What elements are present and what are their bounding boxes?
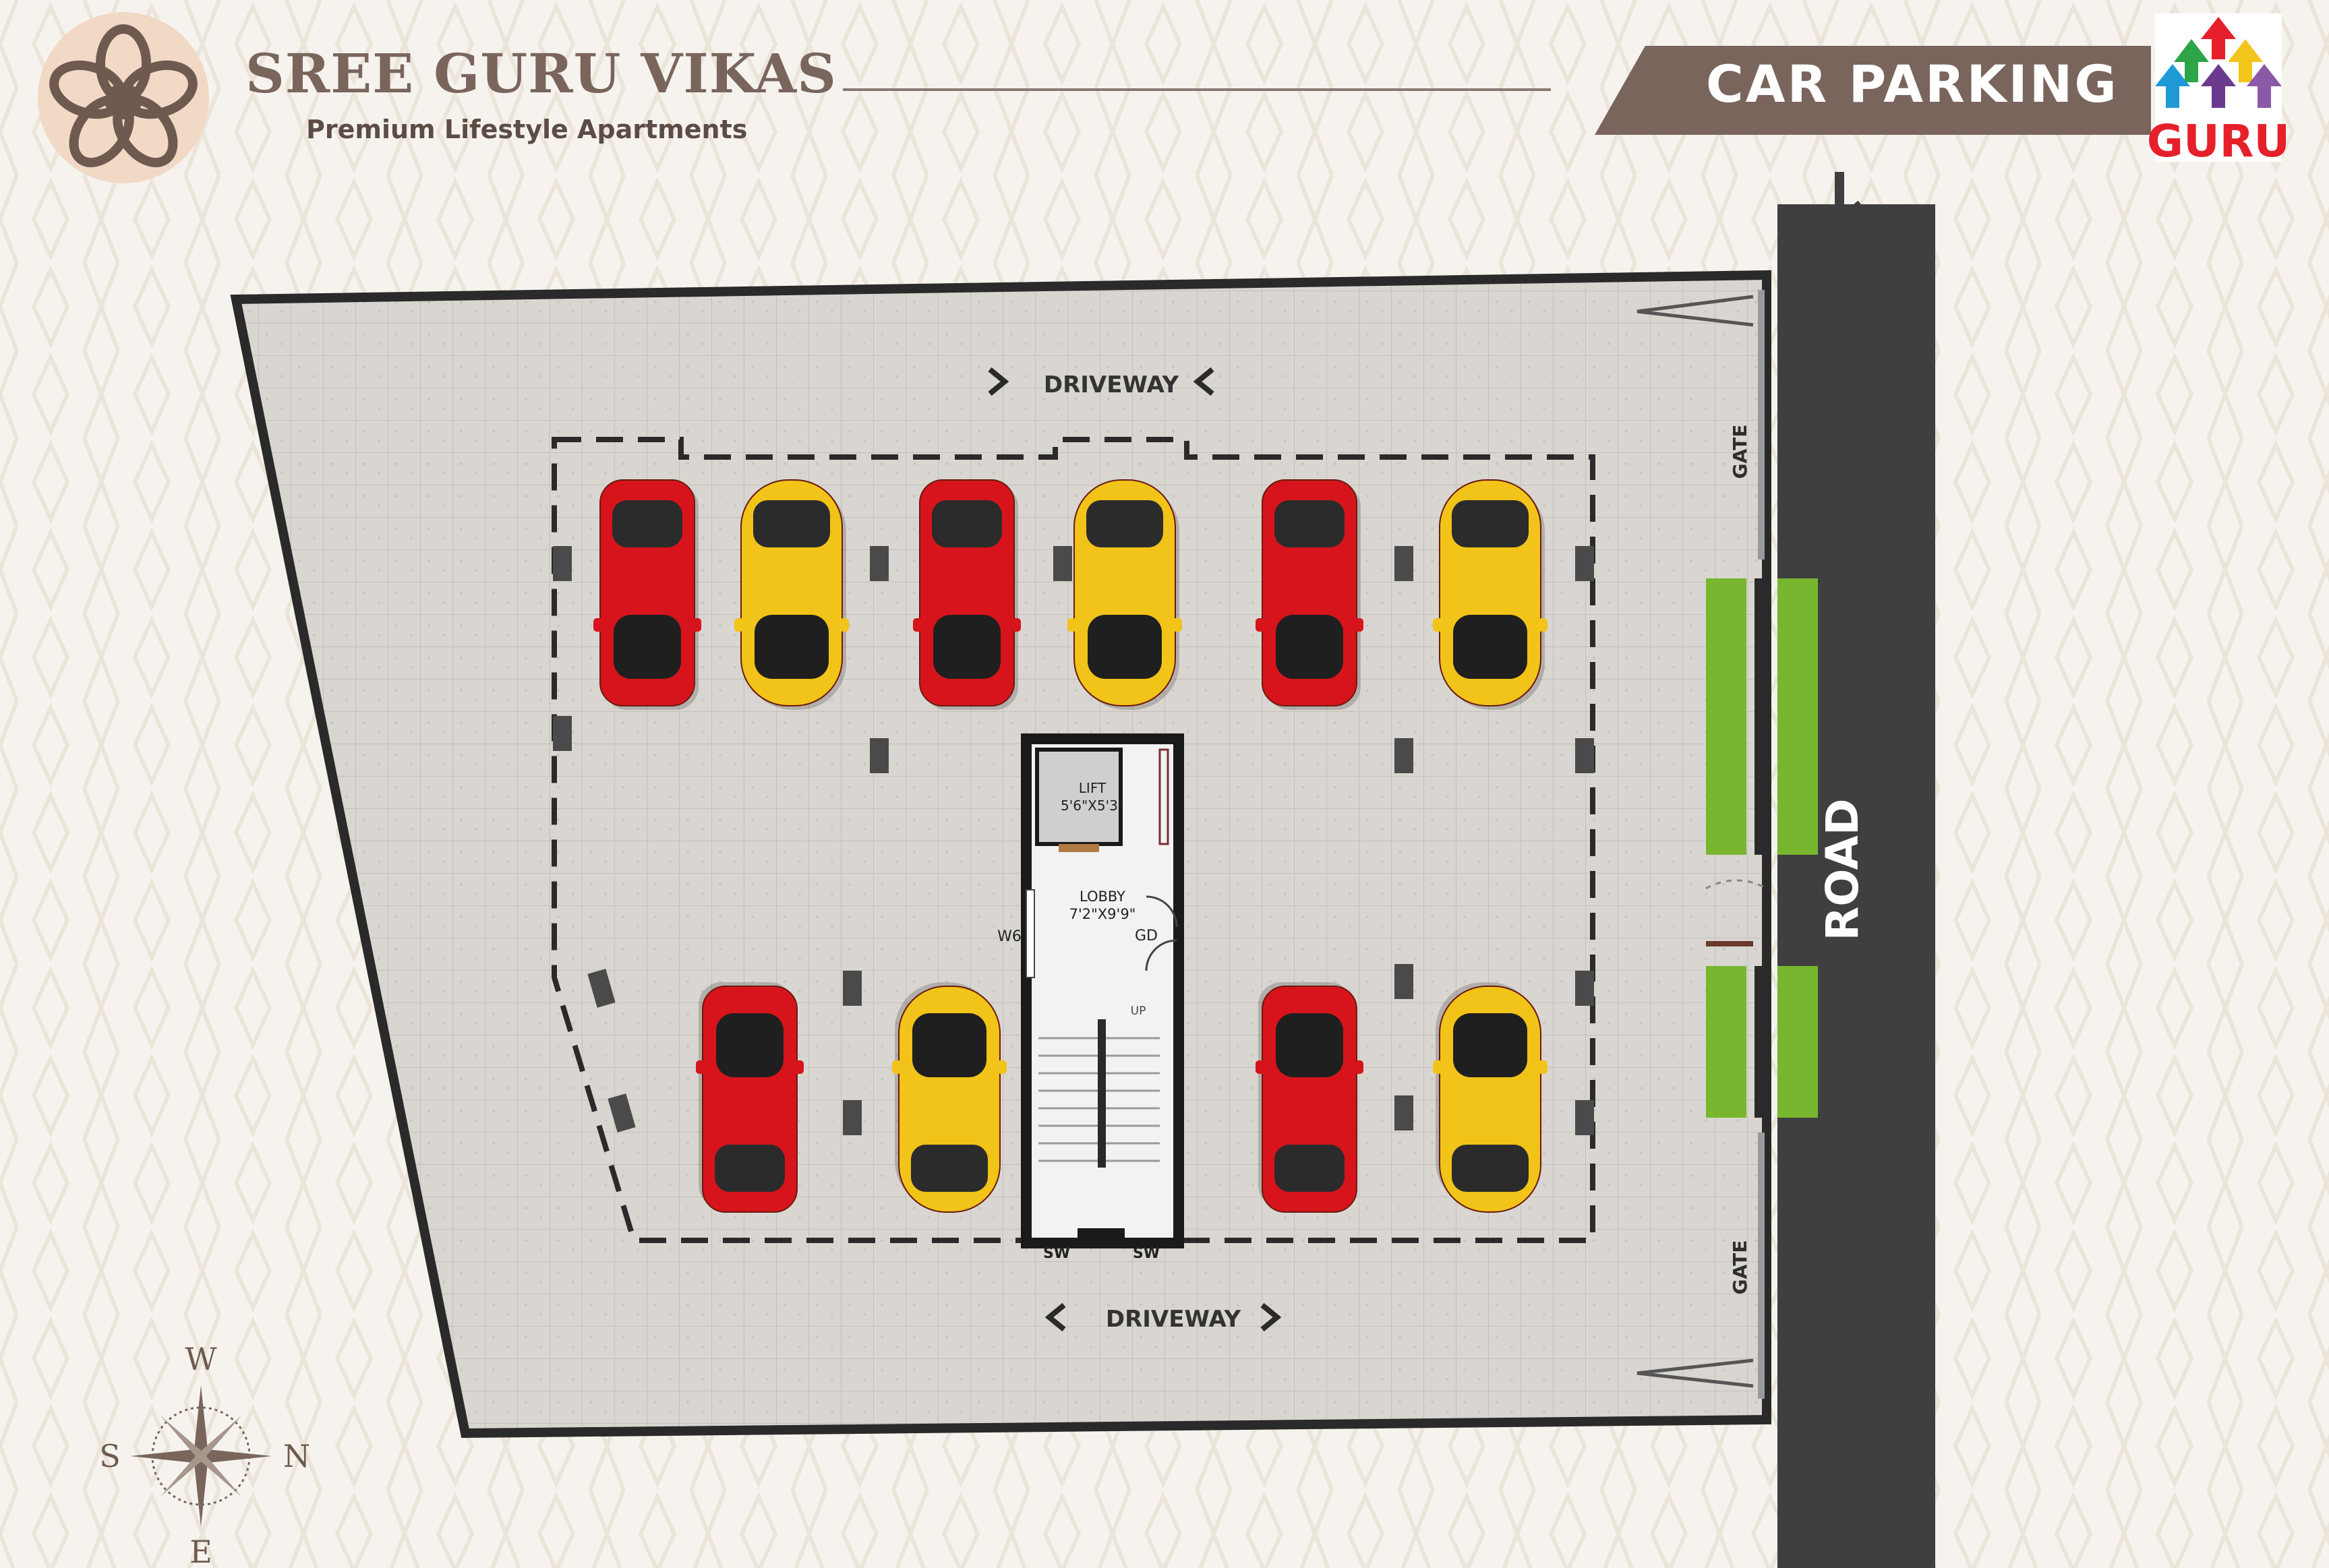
driveway-top-label: DRIVEWAY	[988, 367, 1214, 398]
up-label: UP	[1131, 1004, 1146, 1018]
brand-tagline: Premium Lifestyle Apartments	[306, 115, 748, 144]
gd-label: GD	[1135, 928, 1158, 944]
driveway-bottom-label: DRIVEWAY	[1044, 1302, 1282, 1333]
compass-east: E	[189, 1534, 212, 1568]
car-bottom-3-red	[1256, 982, 1363, 1213]
side-door	[1705, 879, 1767, 946]
gate-top: GATE	[1637, 290, 1765, 560]
car-bottom-4-yellow	[1433, 982, 1547, 1213]
car-top-3-red	[913, 479, 1021, 710]
sw-left-label: SW	[1043, 1245, 1070, 1262]
green-strips	[1706, 578, 1818, 1118]
road: ROAD	[1777, 172, 1935, 1568]
lift-size: 5'6"X5'3"	[1061, 797, 1124, 814]
lobby-name: LOBBY	[1080, 888, 1125, 905]
gate-top-label: GATE	[1729, 425, 1751, 479]
lift-name: LIFT	[1079, 780, 1107, 796]
structural-columns	[553, 546, 1594, 1135]
road-label: ROAD	[1817, 798, 1868, 940]
compass-west: W	[185, 1341, 217, 1377]
brand-logo	[38, 12, 209, 183]
parking-area-boundary	[552, 437, 1595, 1243]
car-top-2-yellow	[734, 479, 849, 710]
driveway-top-text: DRIVEWAY	[1044, 371, 1179, 398]
lobby-size: 7'2"X9'9"	[1069, 906, 1136, 922]
guru-logo-text: GURU	[2147, 115, 2290, 167]
car-top-1-red	[593, 479, 701, 710]
lift-shaft	[1035, 748, 1123, 846]
building-core: LIFT 5'6"X5'3" LOBBY 7'2"X9'9" GD W6 UP …	[997, 733, 1184, 1262]
plot-boundary	[230, 270, 1771, 1439]
car-top-5-red	[1256, 479, 1363, 710]
car-top-6-yellow	[1433, 479, 1547, 710]
colored-arrows-house-icon: GURU	[2147, 13, 2290, 167]
sw-right-label: SW	[1133, 1245, 1160, 1262]
gate-bottom: GATE	[1637, 1133, 1765, 1399]
brand-name: SREE GURU VIKAS	[245, 42, 837, 105]
banner-ribbon	[1595, 46, 2151, 135]
car-top-4-yellow	[1067, 479, 1182, 710]
gate-bottom-label: GATE	[1729, 1240, 1751, 1295]
driveway-bottom-text: DRIVEWAY	[1106, 1306, 1241, 1333]
w6-label: W6	[997, 928, 1022, 945]
car-bottom-2-yellow	[892, 982, 1007, 1213]
compass-rose: W E S N	[99, 1341, 310, 1568]
page-title: CAR PARKING	[1706, 54, 2119, 114]
parked-cars	[593, 479, 1547, 1213]
compass-south: S	[99, 1438, 121, 1474]
car-bottom-1-red	[696, 982, 804, 1213]
flower-emblem-icon	[49, 24, 198, 168]
compass-north: N	[283, 1438, 310, 1474]
